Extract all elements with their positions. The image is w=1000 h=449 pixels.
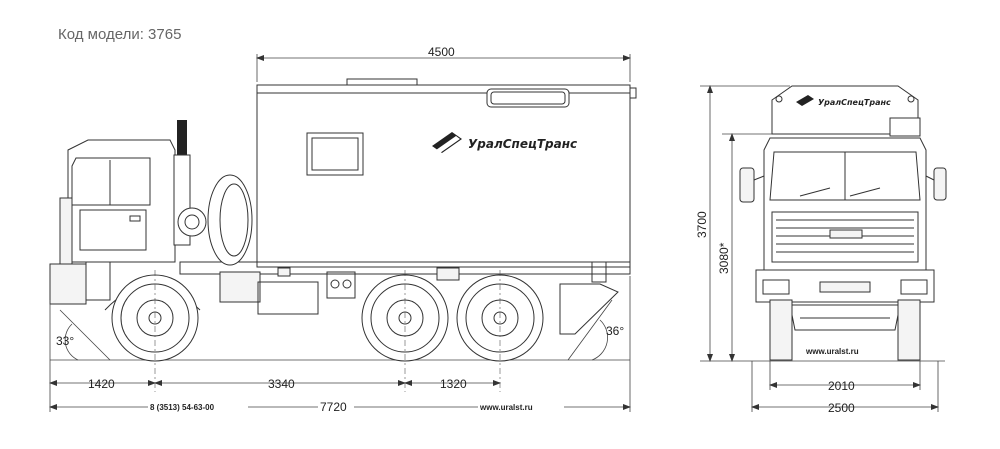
left-headlight — [762, 279, 790, 295]
windshield — [769, 151, 921, 201]
brand-name-front: УралСпецТранс — [818, 98, 891, 107]
tank-cap-2 — [342, 279, 352, 289]
van-window-inner — [311, 137, 359, 171]
model-code-title: Код модели: 3765 — [58, 26, 181, 43]
front-step — [85, 261, 111, 301]
rear-bogie-label: 1320 — [440, 377, 467, 391]
front-top-lamp-2 — [775, 95, 783, 103]
wheelbase-label: 3340 — [268, 377, 295, 391]
body-length-label: 4500 — [428, 45, 455, 59]
van-top-window-inner — [490, 91, 566, 105]
rear-lamp — [629, 87, 637, 99]
total-width-label: 2500 — [828, 401, 855, 415]
battery-box — [219, 271, 261, 303]
right-headlight — [900, 279, 928, 295]
spare-wheel — [207, 174, 253, 266]
front-top-lamp — [907, 95, 915, 103]
frame-bracket — [277, 267, 291, 277]
front-view: УралСпецТранс www.uralst.ru — [695, 85, 947, 415]
front-overhang-label: 1420 — [88, 377, 115, 391]
front-grille-side — [59, 197, 73, 265]
air-filter-center — [184, 214, 200, 230]
approach-angle-line — [59, 309, 111, 361]
right-front-tire — [897, 299, 921, 361]
website-side: www.uralst.ru — [479, 403, 533, 412]
toolbox — [257, 281, 319, 315]
track-width-label: 2010 — [828, 379, 855, 393]
right-mirror — [933, 167, 947, 201]
tow-hook — [819, 281, 871, 293]
approach-angle-arc — [64, 323, 79, 361]
front-axle — [789, 304, 901, 331]
frame-bracket-2 — [436, 267, 460, 281]
grille-emblem — [829, 229, 863, 239]
brand-logo: УралСпецТранс — [432, 132, 577, 153]
left-mirror — [739, 167, 755, 203]
exhaust-pipe — [177, 120, 187, 155]
site-bg — [478, 400, 564, 412]
door-handle — [129, 215, 141, 222]
rear-bumper — [559, 283, 619, 335]
intake-front — [889, 117, 921, 137]
air-filter — [177, 207, 207, 237]
cab-door — [79, 209, 147, 251]
roof-hatch — [346, 78, 418, 86]
departure-angle-arc — [591, 319, 608, 361]
front-bumper — [49, 263, 87, 305]
van-top-window — [486, 88, 570, 108]
total-length-label: 7720 — [320, 400, 347, 414]
rear-light-box — [591, 261, 607, 283]
total-length-bg — [318, 400, 354, 412]
left-front-tire — [769, 299, 793, 361]
van-window — [306, 132, 364, 176]
departure-angle-line — [567, 299, 613, 361]
website-front: www.uralst.ru — [805, 347, 859, 356]
left-mirror-arm — [753, 175, 765, 181]
fuel-tank — [326, 271, 356, 299]
front-logo-mark-icon — [796, 95, 814, 106]
van-body — [256, 84, 631, 268]
phone-number: 8 (3513) 54-63-00 — [150, 403, 215, 412]
brand-name: УралСпецТранс — [468, 137, 577, 151]
approach-angle-label: 33° — [56, 334, 74, 348]
phone-bg — [148, 400, 248, 412]
body-height-label: 3080* — [717, 242, 731, 274]
radiator-grille — [771, 211, 919, 263]
spare-wheel-inner — [219, 183, 249, 257]
departure-angle-label: 36° — [606, 324, 624, 338]
wipers — [799, 187, 881, 197]
right-mirror-arm — [925, 175, 935, 181]
tank-cap — [330, 279, 340, 289]
total-height-label: 3700 — [695, 211, 709, 238]
side-view: УралСпецТранс — [49, 45, 637, 414]
